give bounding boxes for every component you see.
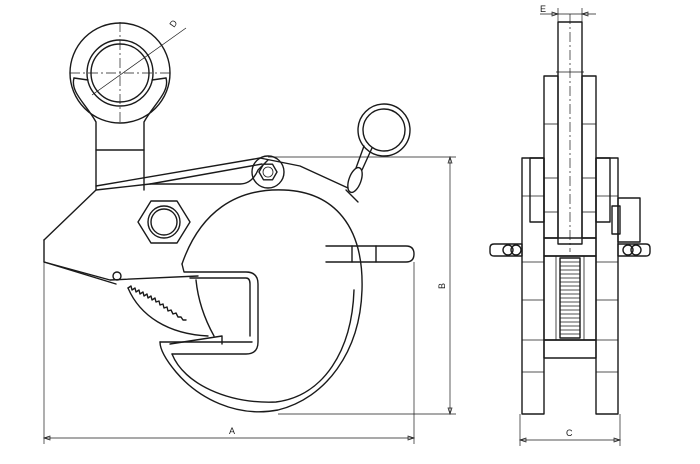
dimension-e: E bbox=[540, 4, 596, 24]
clamp-body bbox=[43, 103, 415, 413]
clamp-front-view: C E bbox=[489, 4, 651, 446]
dim-e-label: E bbox=[540, 4, 546, 14]
dimension-a: A bbox=[42, 262, 416, 444]
cam-teeth bbox=[559, 257, 581, 339]
dimension-b: B bbox=[268, 155, 456, 416]
dim-a-label: A bbox=[229, 426, 235, 436]
lifting-eye bbox=[69, 22, 187, 191]
dim-d-label: D bbox=[167, 18, 179, 29]
dim-b-label: B bbox=[437, 283, 447, 289]
clamp-side-view: A B D bbox=[42, 18, 456, 444]
dim-c-label: C bbox=[566, 428, 573, 438]
dimension-c: C bbox=[518, 414, 622, 446]
